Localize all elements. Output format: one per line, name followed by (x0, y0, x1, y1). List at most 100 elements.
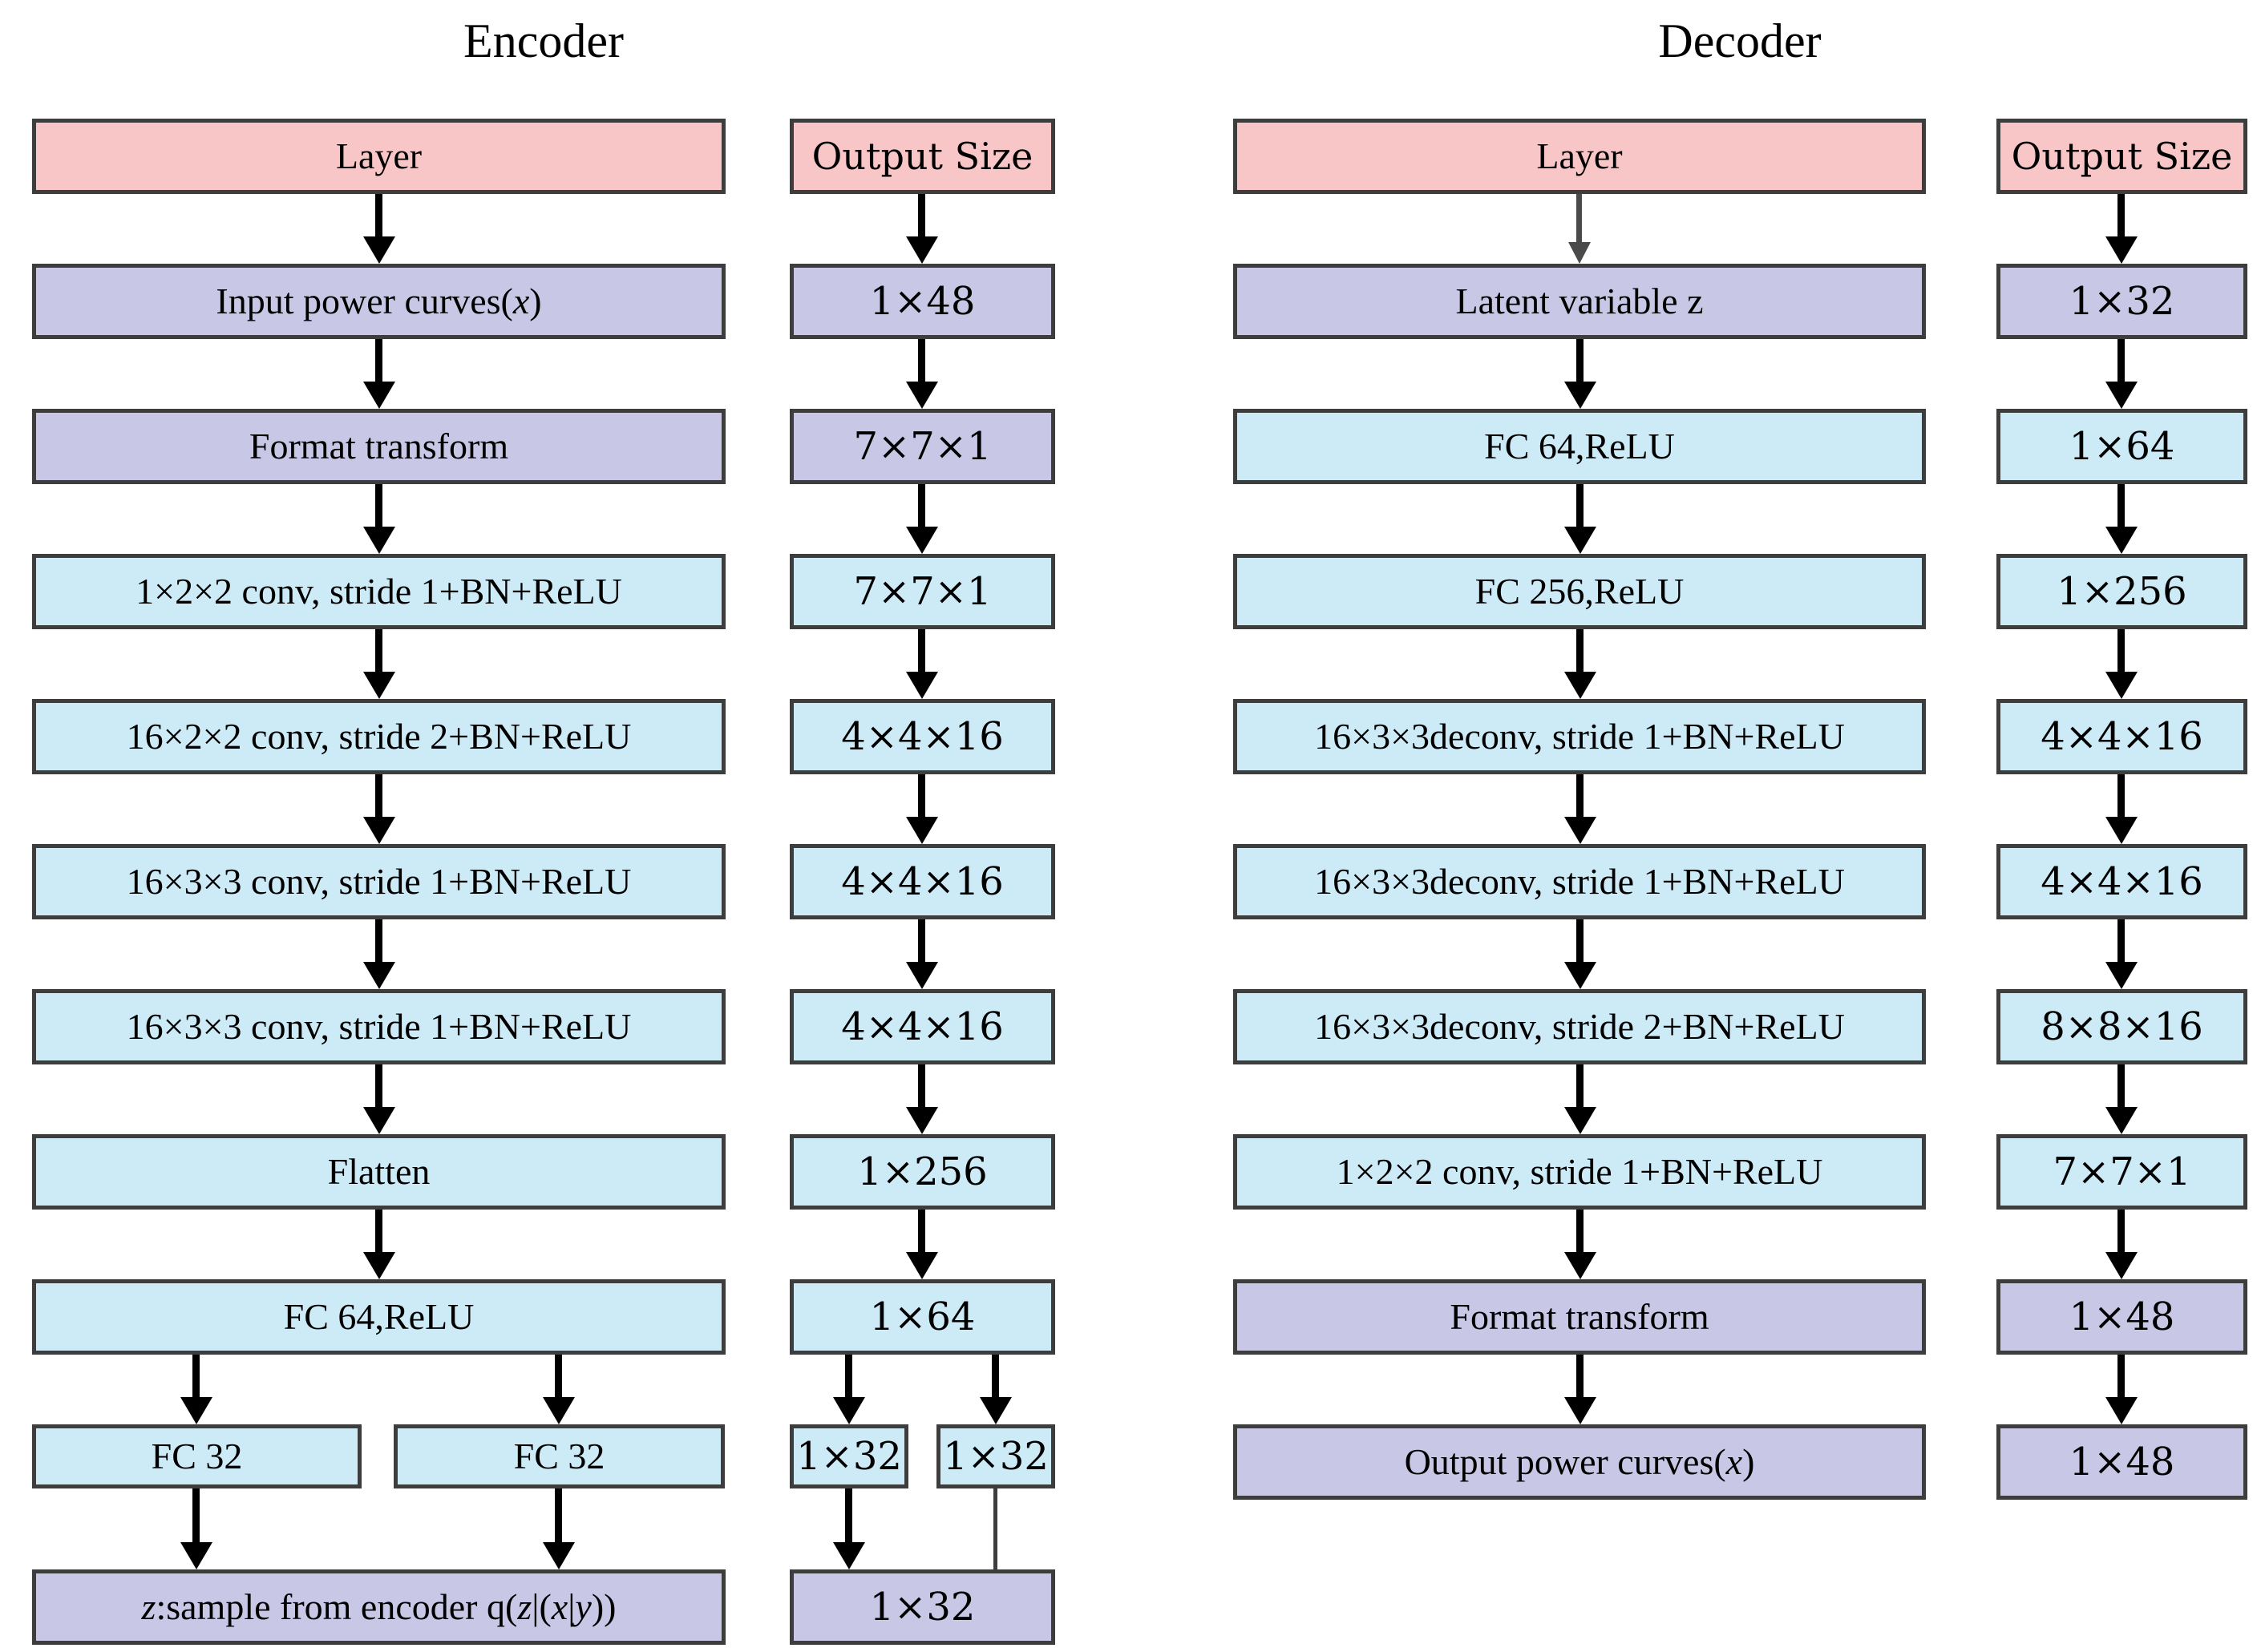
flow-arrow (1576, 1210, 1584, 1252)
encoder-output-header: Output Size (790, 119, 1055, 194)
flow-arrow (1576, 1064, 1584, 1107)
decoder-outsize-4x4x16-a: 4×4×16 (1996, 699, 2247, 774)
encoder-outsize-1x256: 1×256 (790, 1134, 1055, 1210)
flow-arrow (555, 1488, 562, 1542)
encoder-title: Encoder (463, 14, 624, 67)
decoder-outsize-1x64: 1×64 (1996, 409, 2247, 484)
label-part: ) (529, 281, 542, 321)
decoder-box-deconv2: 16×3×3deconv, stride 1+BN+ReLU (1233, 844, 1926, 919)
encoder-box-format-transform: Format transform (32, 409, 726, 484)
decoder-box-latent-z: Latent variable z (1233, 264, 1926, 339)
encoder-box-conv3: 16×3×3 conv, stride 1+BN+ReLU (32, 844, 726, 919)
decoder-outsize-1x48-b: 1×48 (1996, 1424, 2247, 1500)
decoder-output-header: Output Size (1996, 119, 2247, 194)
decoder-outsize-1x48-a: 1×48 (1996, 1279, 2247, 1355)
encoder-outsize-4x4x16-a: 4×4×16 (790, 699, 1055, 774)
decoder-box-output-power-curves: Output power curves(x) (1233, 1424, 1926, 1500)
flow-arrow (1576, 774, 1584, 817)
decoder-box-format-transform: Format transform (1233, 1279, 1926, 1355)
connector-line (993, 1488, 997, 1569)
flow-arrow (918, 629, 925, 672)
encoder-box-flatten: Flatten (32, 1134, 726, 1210)
flow-arrow-branch-left (845, 1355, 852, 1397)
flow-arrow (375, 919, 382, 962)
encoder-box-input-power-curves: Input power curves(x) (32, 264, 726, 339)
flow-arrow-branch-left (192, 1355, 200, 1397)
flow-arrow (375, 339, 382, 382)
encoder-outsize-4x4x16-b: 4×4×16 (790, 844, 1055, 919)
decoder-box-conv: 1×2×2 conv, stride 1+BN+ReLU (1233, 1134, 1926, 1210)
label-part-italic: x (551, 1586, 568, 1627)
flow-arrow-branch-right (992, 1355, 999, 1397)
encoder-box-fc32-left: FC 32 (32, 1424, 362, 1488)
decoder-box-deconv3: 16×3×3deconv, stride 2+BN+ReLU (1233, 989, 1926, 1064)
flow-arrow (375, 194, 382, 236)
encoder-box-conv1: 1×2×2 conv, stride 1+BN+ReLU (32, 554, 726, 629)
encoder-box-conv4: 16×3×3 conv, stride 1+BN+ReLU (32, 989, 726, 1064)
encoder-box-fc32-right: FC 32 (394, 1424, 725, 1488)
decoder-outsize-8x8x16: 8×8×16 (1996, 989, 2247, 1064)
flow-arrow (1576, 629, 1584, 672)
label-part: )) (591, 1586, 617, 1627)
flow-arrow (918, 774, 925, 817)
flow-arrow (2117, 919, 2125, 962)
encoder-layer-header: Layer (32, 119, 726, 194)
decoder-title: Decoder (1658, 14, 1822, 67)
label-part: :sample from encoder q( (156, 1586, 518, 1627)
flow-arrow (375, 774, 382, 817)
flow-arrow (2117, 1355, 2125, 1397)
label-part: Input power curves( (216, 281, 513, 321)
encoder-box-fc64: FC 64,ReLU (32, 1279, 726, 1355)
label-part: | (568, 1586, 576, 1627)
flow-arrow (2117, 1064, 2125, 1107)
decoder-box-fc64: FC 64,ReLU (1233, 409, 1926, 484)
flow-arrow (1576, 1355, 1584, 1397)
flow-arrow (2117, 194, 2125, 236)
label-part-italic: z (141, 1586, 156, 1627)
encoder-outsize-1x64: 1×64 (790, 1279, 1055, 1355)
flow-arrow (375, 1210, 382, 1252)
label-part: ) (1742, 1441, 1755, 1482)
flow-arrow (2117, 339, 2125, 382)
decoder-outsize-1x32: 1×32 (1996, 264, 2247, 339)
flow-arrow (1576, 484, 1584, 527)
flow-arrow (1576, 919, 1584, 962)
flow-arrow (2117, 774, 2125, 817)
flow-arrow (2117, 629, 2125, 672)
flow-arrow-gray (1576, 194, 1582, 242)
encoder-outsize-1x32-left: 1×32 (790, 1424, 908, 1488)
flow-arrow (918, 484, 925, 527)
flow-arrow-branch-right (555, 1355, 562, 1397)
flow-arrow (845, 1488, 852, 1542)
encoder-box-conv2: 16×2×2 conv, stride 2+BN+ReLU (32, 699, 726, 774)
encoder-outsize-1x32-final: 1×32 (790, 1569, 1055, 1645)
flow-arrow (918, 339, 925, 382)
flow-arrow (375, 484, 382, 527)
decoder-outsize-7x7x1: 7×7×1 (1996, 1134, 2247, 1210)
encoder-box-z-sample: z:sample from encoder q(z|(x|y)) (32, 1569, 726, 1645)
encoder-outsize-7x7x1-b: 7×7×1 (790, 554, 1055, 629)
flow-arrow (192, 1488, 200, 1542)
decoder-outsize-1x256: 1×256 (1996, 554, 2247, 629)
decoder-box-deconv1: 16×3×3deconv, stride 1+BN+ReLU (1233, 699, 1926, 774)
flow-arrow (375, 629, 382, 672)
flow-arrow (918, 194, 925, 236)
encoder-outsize-1x48: 1×48 (790, 264, 1055, 339)
flow-arrow (375, 1064, 382, 1107)
label-part-italic: z (517, 1586, 532, 1627)
label-part: Output power curves( (1404, 1441, 1726, 1482)
decoder-layer-header: Layer (1233, 119, 1926, 194)
label-part-italic: x (1725, 1441, 1743, 1482)
encoder-outsize-1x32-right: 1×32 (936, 1424, 1055, 1488)
encoder-outsize-4x4x16-c: 4×4×16 (790, 989, 1055, 1064)
flow-arrow (918, 1210, 925, 1252)
decoder-box-fc256: FC 256,ReLU (1233, 554, 1926, 629)
label-part-italic: y (575, 1586, 592, 1627)
decoder-outsize-4x4x16-b: 4×4×16 (1996, 844, 2247, 919)
flow-arrow (2117, 1210, 2125, 1252)
flow-arrow (2117, 484, 2125, 527)
label-part-italic: x (512, 281, 530, 321)
label-part: |( (532, 1586, 552, 1627)
flow-arrow (918, 919, 925, 962)
